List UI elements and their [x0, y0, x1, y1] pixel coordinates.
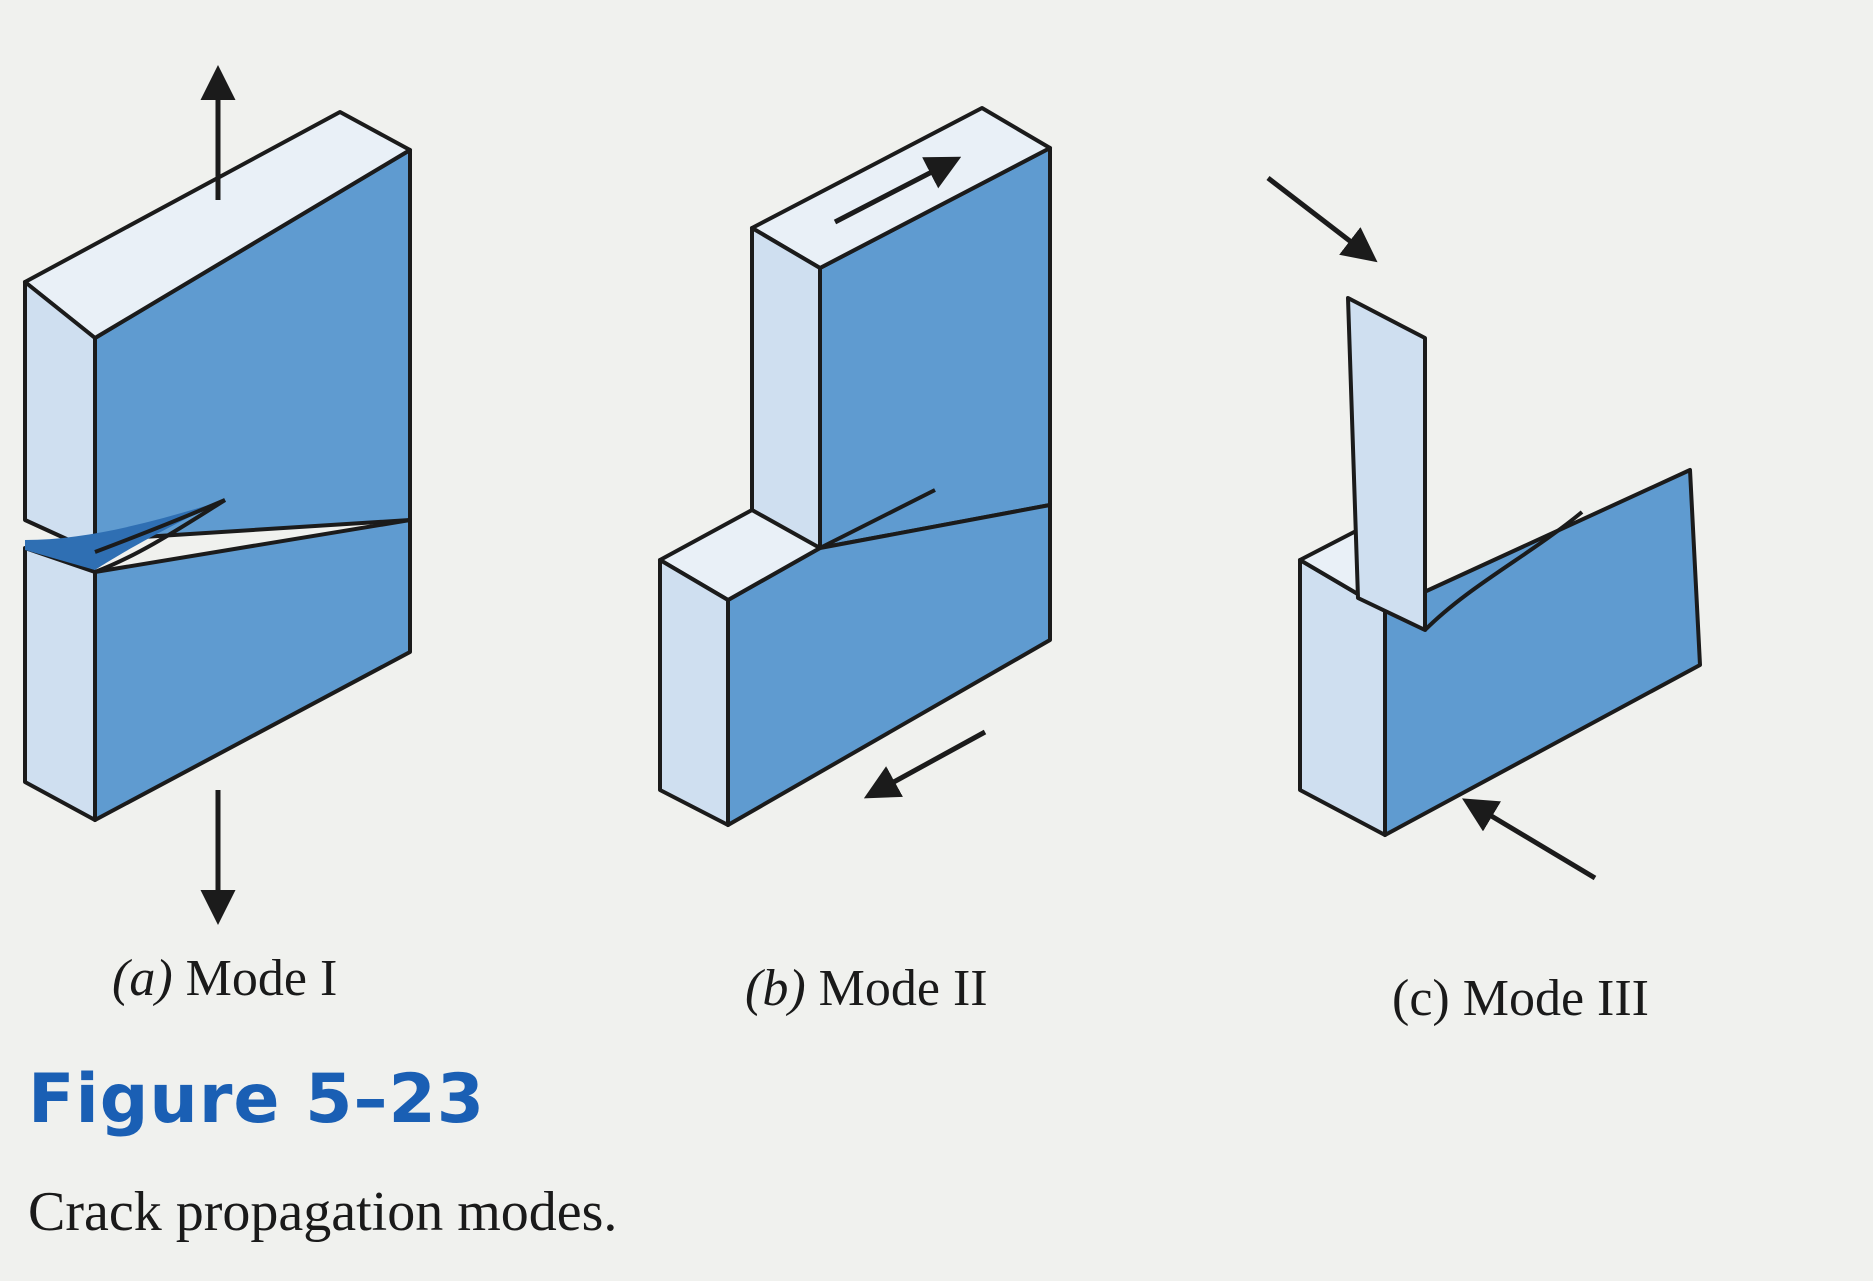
- mode-iii-upper-side-face: [1346, 296, 1427, 632]
- panel-a-caption: (a) Mode I: [112, 950, 337, 1007]
- mode-i-crack-line: [94, 498, 226, 554]
- mode-ii-shear-arrow-lower: [863, 729, 987, 799]
- mode-iii-crack-line: [1423, 510, 1584, 632]
- mode-i-lower-side-face: [23, 546, 97, 822]
- mode-iii-tearing-arrow-upper: [1266, 176, 1378, 263]
- figure-number: Figure 5–23: [28, 1060, 486, 1139]
- mode-iii-specimen: [1298, 296, 1702, 837]
- figure-caption: Crack propagation modes.: [28, 1181, 618, 1243]
- mode-i-specimen: [23, 110, 412, 822]
- mode-ii-lower-side-face: [658, 558, 730, 827]
- mode-iii-lower-front-face: [1383, 468, 1702, 837]
- mode-i-lower-front-face: [93, 518, 412, 822]
- mode-i-crack-opening: [25, 500, 225, 570]
- panel-b-caption: (b) Mode II: [745, 960, 988, 1017]
- mode-ii-upper-side-face: [750, 226, 822, 550]
- mode-i-crack-lower-line: [94, 498, 227, 574]
- mode-iii-tearing-arrow-lower: [1461, 798, 1597, 881]
- mode-ii-shear-arrow-upper: [833, 156, 962, 225]
- mode-ii-specimen: [658, 106, 1052, 827]
- panel-c-caption: (c) Mode III: [1392, 970, 1649, 1027]
- mode-ii-crack-line: [819, 488, 936, 550]
